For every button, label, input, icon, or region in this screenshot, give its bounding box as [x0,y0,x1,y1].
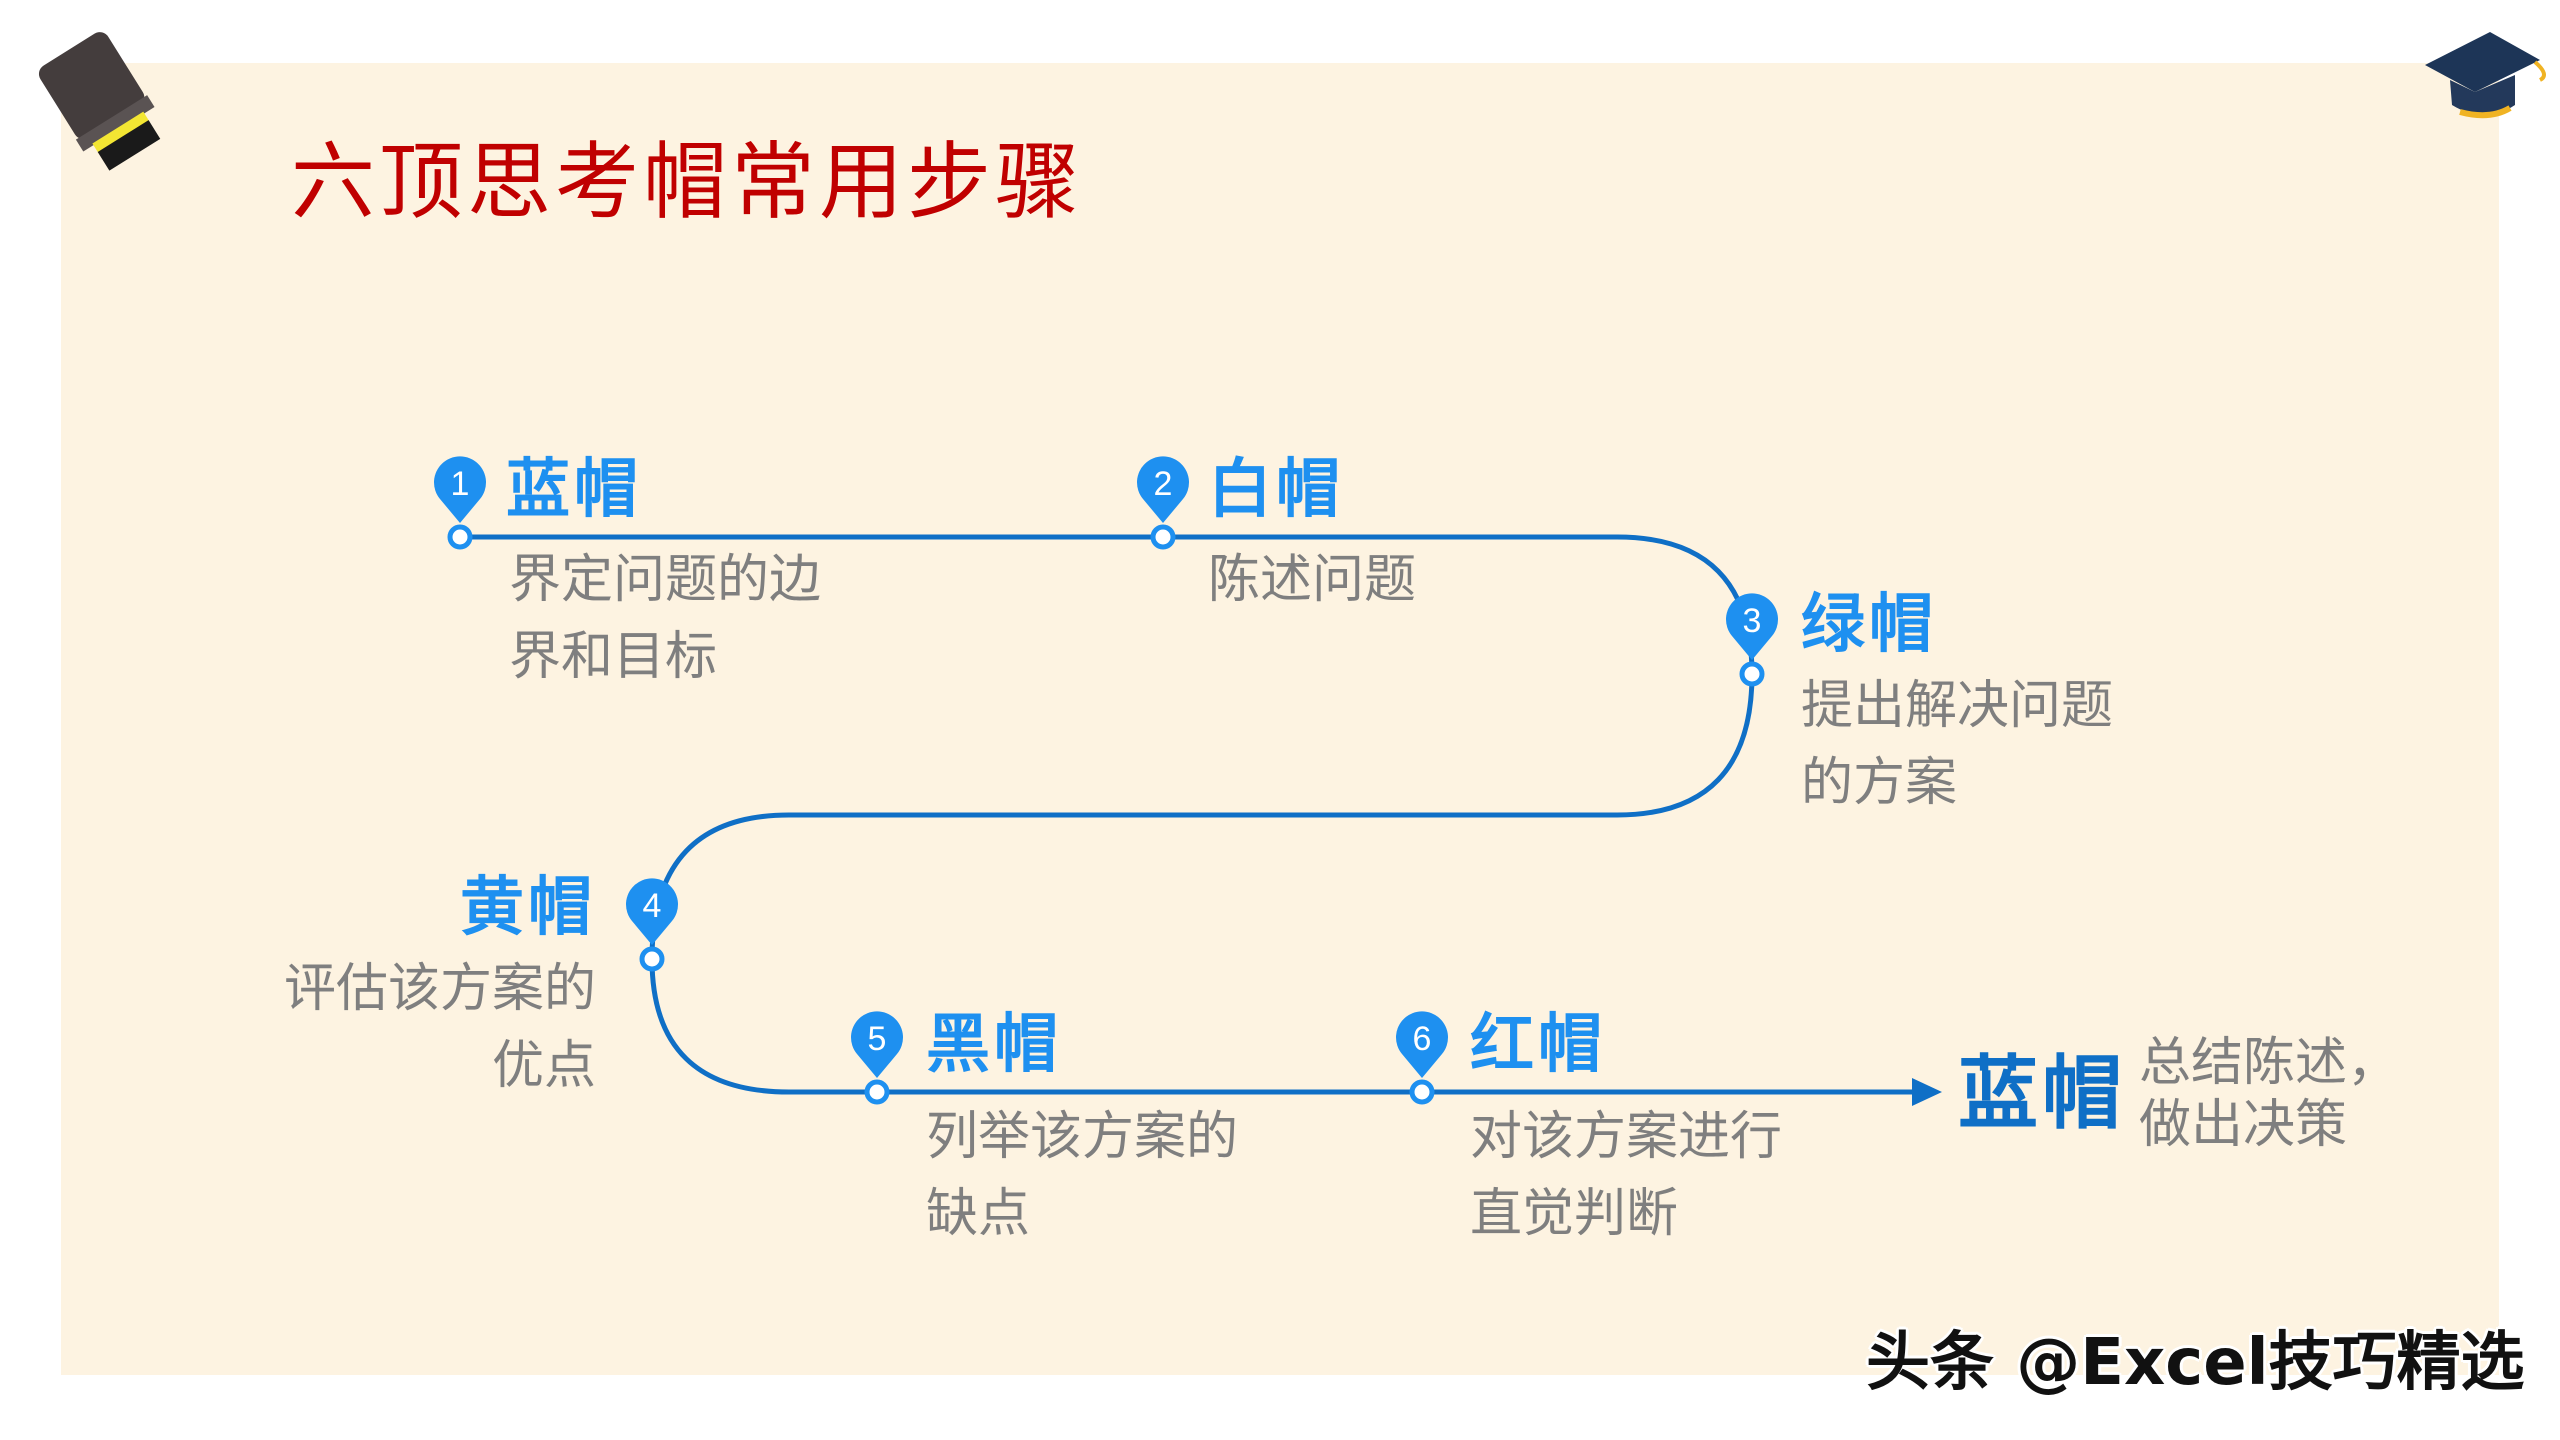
step-description-line: 界和目标 [509,627,718,687]
step-node [639,946,665,972]
step-label: 白帽 [1208,453,1344,527]
step-description: 陈述问题 [1208,542,1416,619]
final-step-desc: 总结陈述， 做出决策 [2139,1032,2399,1156]
step-node [1739,661,1765,687]
map-pin-icon [626,878,678,945]
step-node [864,1079,890,1105]
step-number: 3 [1743,602,1762,640]
slide-background [61,63,2499,1375]
step-description-line: 直觉判断 [1470,1184,1679,1244]
arrow-head-icon [1912,1078,1942,1106]
step-description: 对该方案进行直觉判断 [1470,1099,1782,1253]
graduation-cap-icon [2425,32,2546,119]
map-pin-icon [1396,1011,1449,1078]
step-description-line: 列举该方案的 [926,1107,1239,1167]
step-node [1409,1079,1435,1105]
step-description: 提出解决问题的方案 [1801,668,2113,822]
step-marker: 3 [1725,593,1778,687]
step-marker: 6 [1396,1011,1449,1105]
step-node [447,524,473,550]
step-label: 绿帽 [1801,588,1937,662]
step-description-line: 的方案 [1801,753,1958,813]
map-pin-icon [850,1011,904,1078]
step-description: 评估该方案的优点 [284,951,596,1105]
flow-path [460,534,1915,1095]
final-desc-line: 做出决策 [2139,1095,2348,1155]
page-title: 六顶思考帽常用步骤 [291,133,1084,231]
step-node [1150,524,1176,550]
watermark: 头条 @Excel技巧精选 [1866,1326,2525,1400]
final-desc-line: 总结陈述， [2139,1033,2400,1093]
step-marker: 5 [850,1011,904,1105]
step-label: 黄帽 [460,871,596,945]
step-description: 列举该方案的缺点 [926,1099,1238,1253]
step-marker: 1 [433,456,486,550]
step-description-line: 优点 [491,1036,596,1096]
step-number: 4 [643,887,662,925]
step-marker: 4 [626,878,678,972]
map-pin-icon [433,456,486,523]
step-number: 1 [451,465,470,503]
step-description-line: 界定问题的边 [509,550,822,610]
top-hat-icon [38,32,161,171]
step-description-line: 缺点 [926,1184,1031,1244]
step-description-line: 陈述问题 [1208,550,1417,610]
map-pin-icon [1137,456,1189,523]
step-number: 5 [868,1020,887,1058]
step-number: 2 [1154,465,1173,503]
step-label: 蓝帽 [506,453,642,527]
step-description: 界定问题的边界和目标 [509,542,821,696]
step-number: 6 [1413,1020,1432,1058]
final-step-label: 蓝帽 [1958,1047,2126,1140]
map-pin-icon [1725,593,1778,660]
step-label: 黑帽 [926,1008,1062,1082]
step-marker: 2 [1137,456,1189,550]
step-label: 红帽 [1470,1008,1606,1082]
step-description-line: 评估该方案的 [283,959,596,1019]
step-description-line: 提出解决问题 [1801,676,2114,736]
step-description-line: 对该方案进行 [1470,1107,1783,1167]
